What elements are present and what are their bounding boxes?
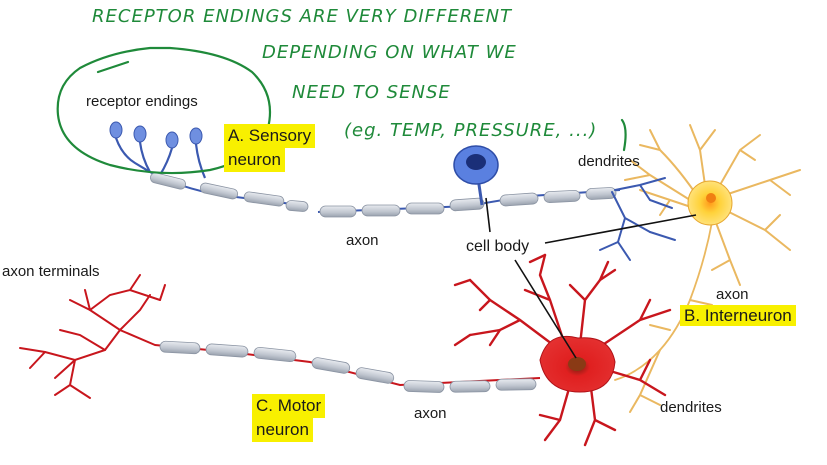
annotation-strokes: [56, 46, 627, 175]
label-interneuron-text: B. Interneuron: [680, 305, 796, 326]
annotation-line-1: RECEPTOR ENDINGS ARE VERY DIFFERENT: [92, 6, 513, 27]
label-dendrites-top: dendrites: [578, 153, 640, 170]
label-cell-body: cell body: [466, 238, 530, 255]
label-dendrites-bottom: dendrites: [660, 399, 722, 416]
arrow-annotation: [96, 60, 130, 74]
motor-neuron: [19, 253, 672, 447]
sensory-neuron: [109, 121, 621, 218]
label-sensory-neuron-line1: A. Sensory: [224, 124, 316, 148]
leader-lines: [485, 197, 697, 359]
label-axon-bottom: axon: [414, 405, 447, 422]
label-axon-terminals: axon terminals: [2, 263, 100, 280]
receptor-circle-annotation: [56, 46, 272, 175]
annotation-line-3: NEED TO SENSE: [292, 82, 451, 103]
motor-axon-terminals: [19, 274, 166, 399]
interneuron: [614, 124, 801, 413]
annotation-line-4: (eg. TEMP, PRESSURE, ...): [344, 120, 598, 141]
sensory-axon-terminals: [599, 177, 676, 261]
label-motor-neuron-line1: C. Motor: [252, 394, 326, 418]
bracket-annotation: [620, 118, 627, 152]
annotation-line-2: DEPENDING ON WHAT WE: [262, 42, 517, 63]
label-receptor-endings: receptor endings: [86, 93, 198, 110]
label-motor-neuron: C. Motor neuron: [252, 394, 326, 442]
label-axon-right: axon: [716, 286, 749, 303]
label-sensory-neuron: A. Sensory neuron: [224, 124, 316, 172]
receptor-endings: [109, 121, 203, 149]
label-interneuron: B. Interneuron: [680, 305, 796, 327]
interneuron-cell-body: [687, 180, 733, 226]
label-axon-top: axon: [346, 232, 379, 249]
label-sensory-neuron-line2: neuron: [224, 148, 285, 172]
label-motor-neuron-line2: neuron: [252, 418, 313, 442]
